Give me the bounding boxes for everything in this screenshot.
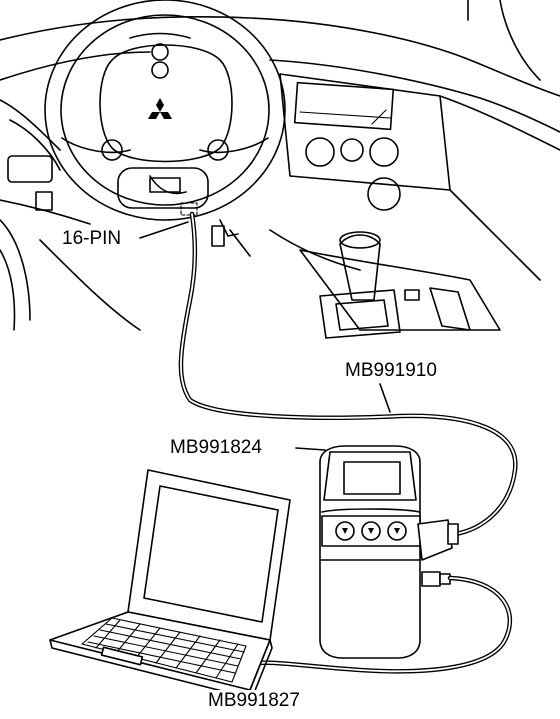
steering-wheel bbox=[44, 0, 286, 221]
cable-mb991910 bbox=[178, 211, 518, 537]
label-cable-mb991910: MB991910 bbox=[343, 360, 439, 382]
dlc-connector bbox=[139, 202, 198, 239]
laptop bbox=[49, 469, 291, 699]
label-interface-mb991824: MB991824 bbox=[168, 437, 264, 459]
center-console bbox=[299, 231, 501, 339]
label-16-pin-connector: 16-PIN bbox=[60, 228, 124, 250]
keyboard-keys bbox=[87, 619, 245, 679]
mitsubishi-logo-icon bbox=[148, 98, 172, 119]
vci-unit bbox=[295, 445, 459, 659]
dashboard bbox=[0, 0, 560, 281]
label-usb-cable-mb991827: MB991827 bbox=[206, 690, 302, 712]
door-panel bbox=[0, 219, 141, 331]
